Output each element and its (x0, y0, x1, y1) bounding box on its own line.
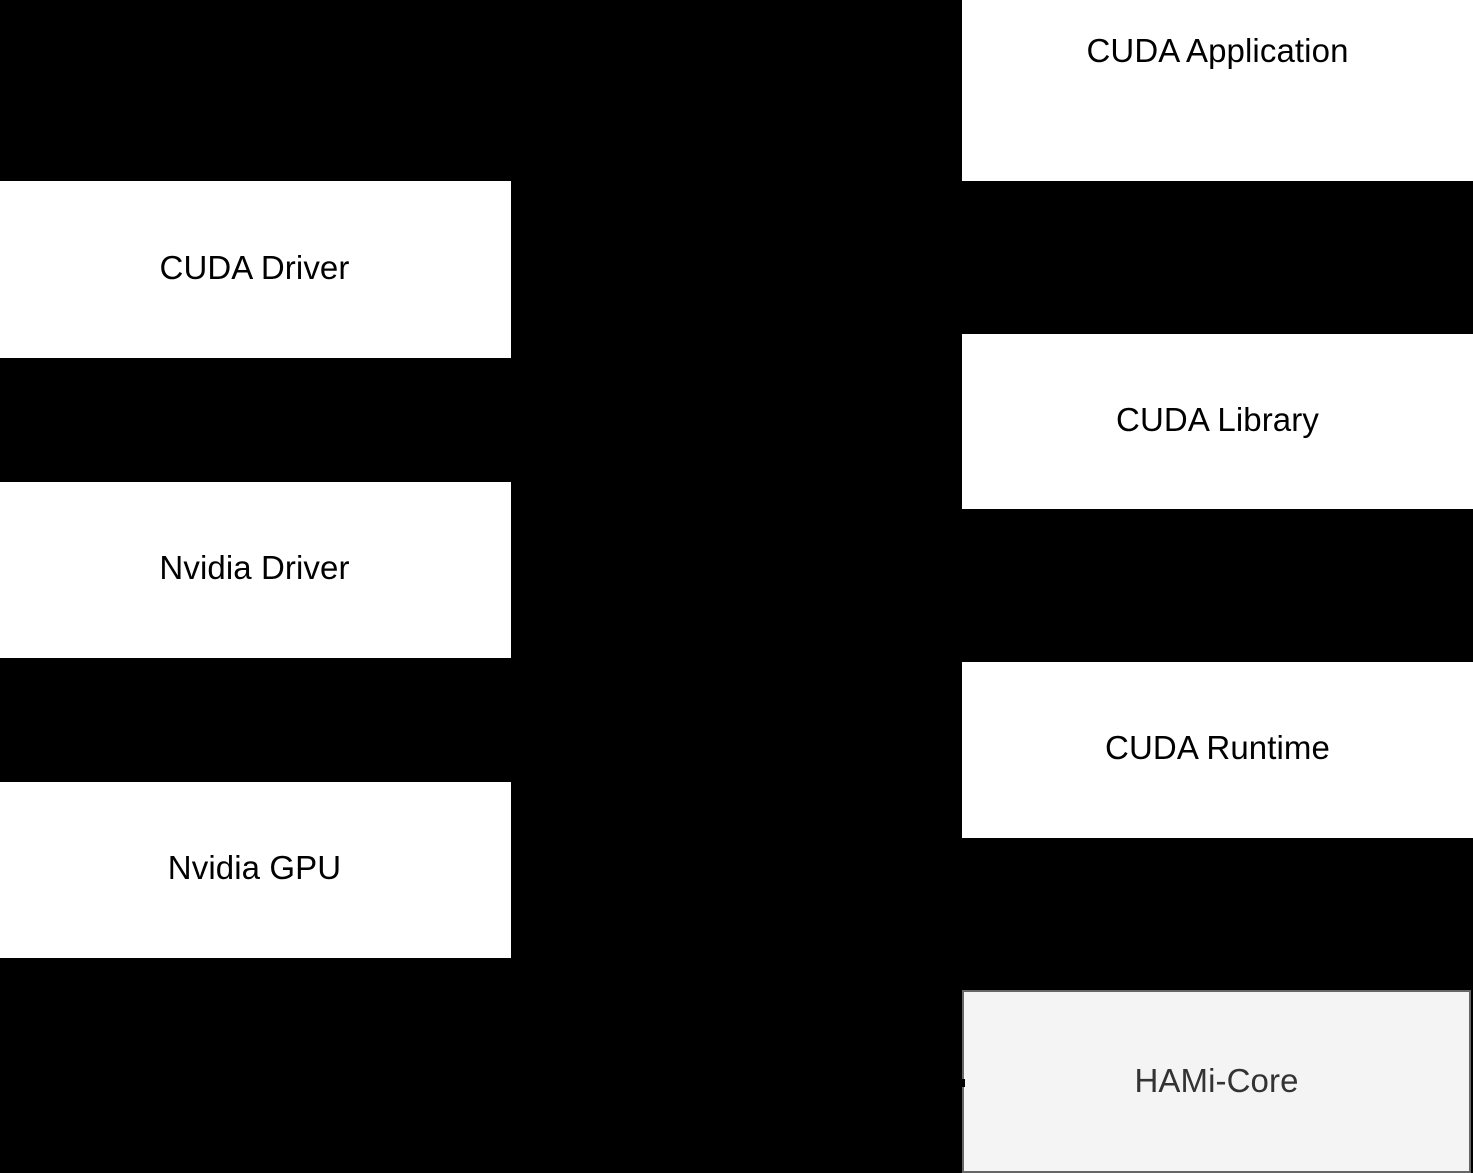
node-cuda-driver[interactable]: CUDA Driver (0, 181, 511, 358)
node-cuda-driver-label: CUDA Driver (159, 248, 350, 286)
node-hami-core-label: HAMi-Core (1134, 1061, 1299, 1099)
node-nvidia-gpu[interactable]: Nvidia GPU (0, 782, 511, 958)
node-nvidia-driver-label: Nvidia Driver (159, 549, 350, 587)
node-cuda-application[interactable]: CUDA Application (962, 0, 1473, 181)
node-cuda-runtime[interactable]: CUDA Runtime (962, 662, 1473, 838)
node-nvidia-driver[interactable]: Nvidia Driver (0, 482, 511, 658)
node-cuda-library[interactable]: CUDA Library (962, 334, 1473, 509)
node-nvidia-gpu-label: Nvidia GPU (167, 849, 342, 887)
node-cuda-library-label: CUDA Library (1116, 400, 1319, 438)
node-hami-core[interactable]: HAMi-Core (962, 990, 1471, 1173)
node-cuda-runtime-label: CUDA Runtime (1105, 729, 1330, 767)
node-cuda-application-label: CUDA Application (1086, 31, 1349, 69)
connector-stub-icon (959, 1079, 965, 1087)
